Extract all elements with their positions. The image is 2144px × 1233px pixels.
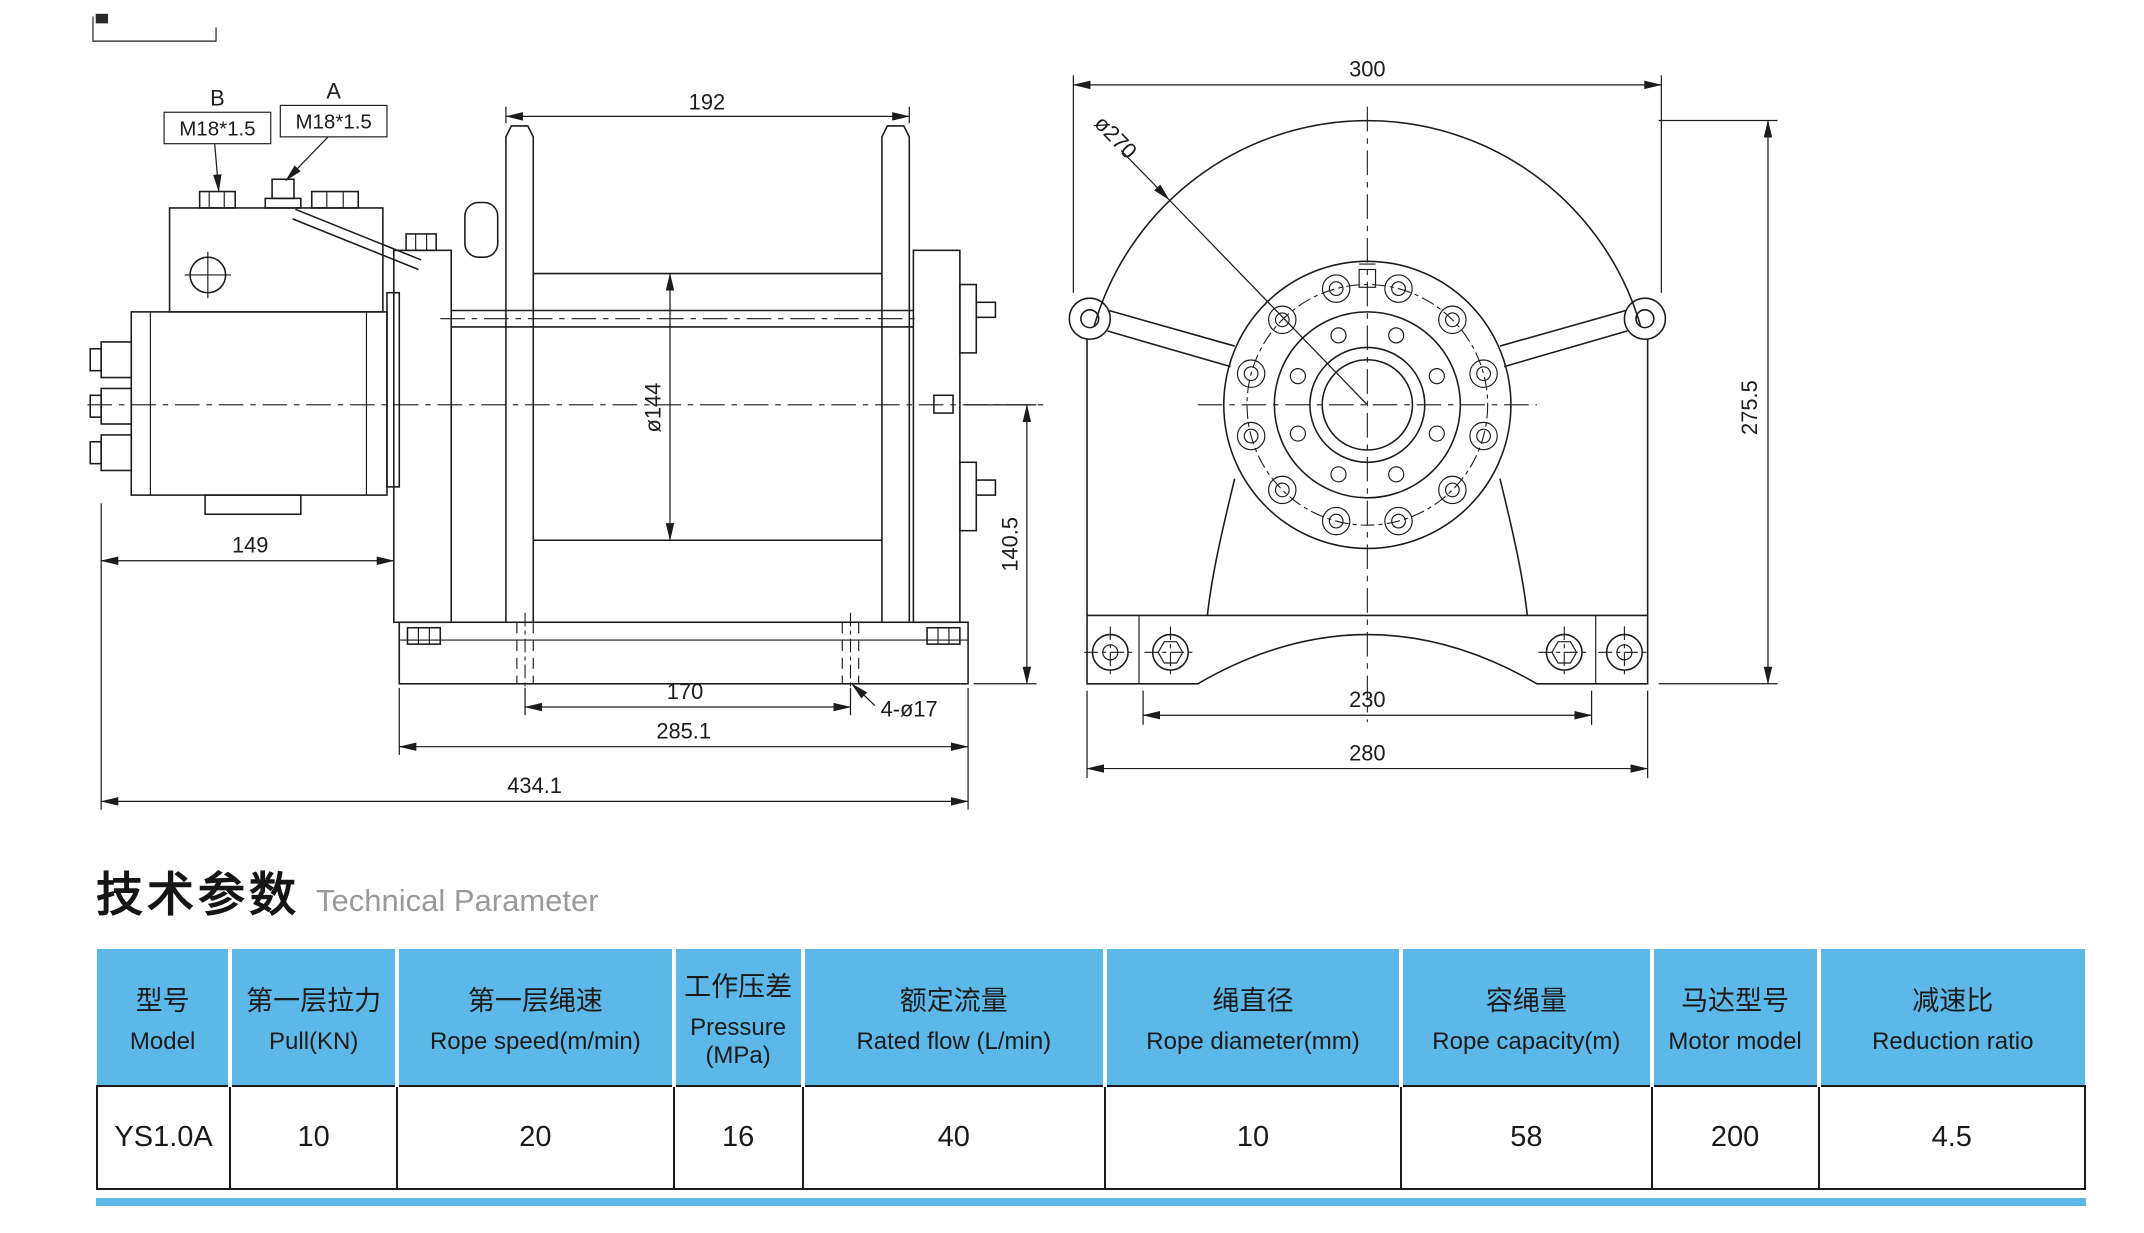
col-header-rope-diameter-en: Rope diameter(mm)	[1146, 1027, 1360, 1055]
col-header-motor-model-en: Motor model	[1668, 1027, 1802, 1055]
dim-drum-diameter-label: ø144	[640, 383, 665, 433]
col-header-reduction-ratio-zh: 减速比	[1912, 985, 1994, 1016]
data-row: YS1.0A 10 20 16 40 10 58 200 4.5	[95, 1085, 2087, 1190]
front-view-dimensions: 300 ø270 275.5 230 280	[1072, 57, 1778, 779]
section-title: 技术参数 Technical Parameter	[96, 856, 2144, 925]
hub-assembly	[1197, 106, 1537, 723]
col-header-pressure: 工作压差 Pressure (MPa)	[671, 949, 803, 1086]
dim-center-height-label: 140.5	[997, 517, 1022, 572]
col-header-pull: 第一层拉力 Pull(KN)	[228, 949, 398, 1086]
value-pressure: 16	[672, 1085, 804, 1190]
value-rated-flow: 40	[801, 1085, 1106, 1190]
dim-overall-length-label: 434.1	[507, 773, 562, 798]
header-row: 型号 Model 第一层拉力 Pull(KN) 第一层绳速 Rope speed…	[97, 949, 2085, 1086]
col-header-rope-diameter-zh: 绳直径	[1212, 985, 1294, 1016]
col-header-rope-capacity-zh: 容绳量	[1485, 985, 1567, 1016]
drum-right-support	[912, 249, 997, 624]
value-rope-diameter: 10	[1103, 1085, 1403, 1190]
col-header-motor-model-zh: 马达型号	[1681, 985, 1790, 1016]
base-bolts	[1084, 626, 1651, 679]
col-header-reduction-ratio-en: Reduction ratio	[1872, 1027, 2034, 1055]
dim-overall-height-label: 275.5	[1737, 380, 1762, 435]
section-title-zh: 技术参数	[96, 868, 300, 921]
value-reduction-ratio: 4.5	[1817, 1085, 2087, 1190]
value-model: YS1.0A	[95, 1085, 232, 1190]
technical-drawing-canvas: 192 B M18*1.5 A M18*1.5 149 ø144	[87, 13, 1778, 810]
port-a-label: A	[326, 79, 341, 104]
port-b-thread-label: M18*1.5	[179, 117, 255, 140]
col-header-pressure-unit: (MPa)	[705, 1041, 771, 1069]
col-header-rope-speed: 第一层绳速 Rope speed(m/min)	[395, 949, 674, 1086]
value-rope-capacity: 58	[1400, 1085, 1653, 1190]
value-motor-model: 200	[1650, 1085, 1820, 1190]
technical-parameter-table: 型号 Model 第一层拉力 Pull(KN) 第一层绳速 Rope speed…	[95, 949, 2087, 1190]
table-accent-bar	[96, 1198, 2086, 1206]
dim-base-length-label: 285.1	[656, 718, 711, 743]
dim-base-width-label: 280	[1349, 740, 1385, 765]
technical-parameter-section: 型号 Model 第一层拉力 Pull(KN) 第一层绳速 Rope speed…	[95, 949, 2087, 1206]
col-header-model: 型号 Model	[97, 949, 231, 1086]
col-header-rope-speed-en: Rope speed(m/min)	[429, 1027, 641, 1055]
col-header-rated-flow-en: Rated flow (L/min)	[856, 1027, 1052, 1055]
side-view: 192 B M18*1.5 A M18*1.5 149 ø144	[87, 13, 1045, 810]
col-header-rope-capacity-en: Rope capacity(m)	[1432, 1027, 1621, 1055]
col-header-motor-model: 马达型号 Motor model	[1649, 949, 1819, 1086]
col-header-pull-en: Pull(KN)	[269, 1027, 359, 1055]
dim-bolt-spacing-label: 230	[1349, 687, 1385, 712]
col-header-model-en: Model	[129, 1027, 196, 1055]
dim-flange-diameter-label: ø270	[1089, 111, 1142, 164]
port-b-label: B	[210, 85, 225, 110]
dim-mount-holes-label: 4-ø17	[881, 697, 938, 722]
col-header-model-zh: 型号	[135, 985, 190, 1016]
dim-hole-spacing-label: 170	[667, 679, 703, 704]
section-title-en: Technical Parameter	[316, 883, 599, 918]
base-plate	[398, 612, 969, 694]
dim-overall-width-label: 300	[1349, 57, 1385, 82]
col-header-rated-flow: 额定流量 Rated flow (L/min)	[800, 949, 1105, 1086]
dim-motor-length-label: 149	[232, 533, 268, 558]
col-header-pressure-zh: 工作压差	[684, 971, 793, 1002]
side-view-dimensions: 192 B M18*1.5 A M18*1.5 149 ø144	[100, 79, 1037, 810]
col-header-rope-diameter: 绳直径 Rope diameter(mm)	[1102, 949, 1402, 1086]
value-pull: 10	[229, 1085, 399, 1190]
value-rope-speed: 20	[396, 1085, 675, 1190]
motor-assembly	[89, 178, 422, 516]
col-header-pull-zh: 第一层拉力	[246, 985, 382, 1016]
col-header-rope-capacity: 容绳量 Rope capacity(m)	[1399, 949, 1652, 1086]
front-view: 300 ø270 275.5 230 280	[1068, 57, 1778, 779]
port-a-thread-label: M18*1.5	[295, 111, 371, 134]
col-header-reduction-ratio: 减速比 Reduction ratio	[1816, 949, 2085, 1086]
dim-flange-width-label: 192	[689, 90, 725, 115]
col-header-rope-speed-zh: 第一层绳速	[467, 985, 603, 1016]
col-header-pressure-en: Pressure	[690, 1013, 787, 1041]
frame-corner-mark	[92, 13, 217, 42]
drum-assembly	[440, 125, 922, 624]
col-header-rated-flow-zh: 额定流量	[899, 985, 1008, 1016]
